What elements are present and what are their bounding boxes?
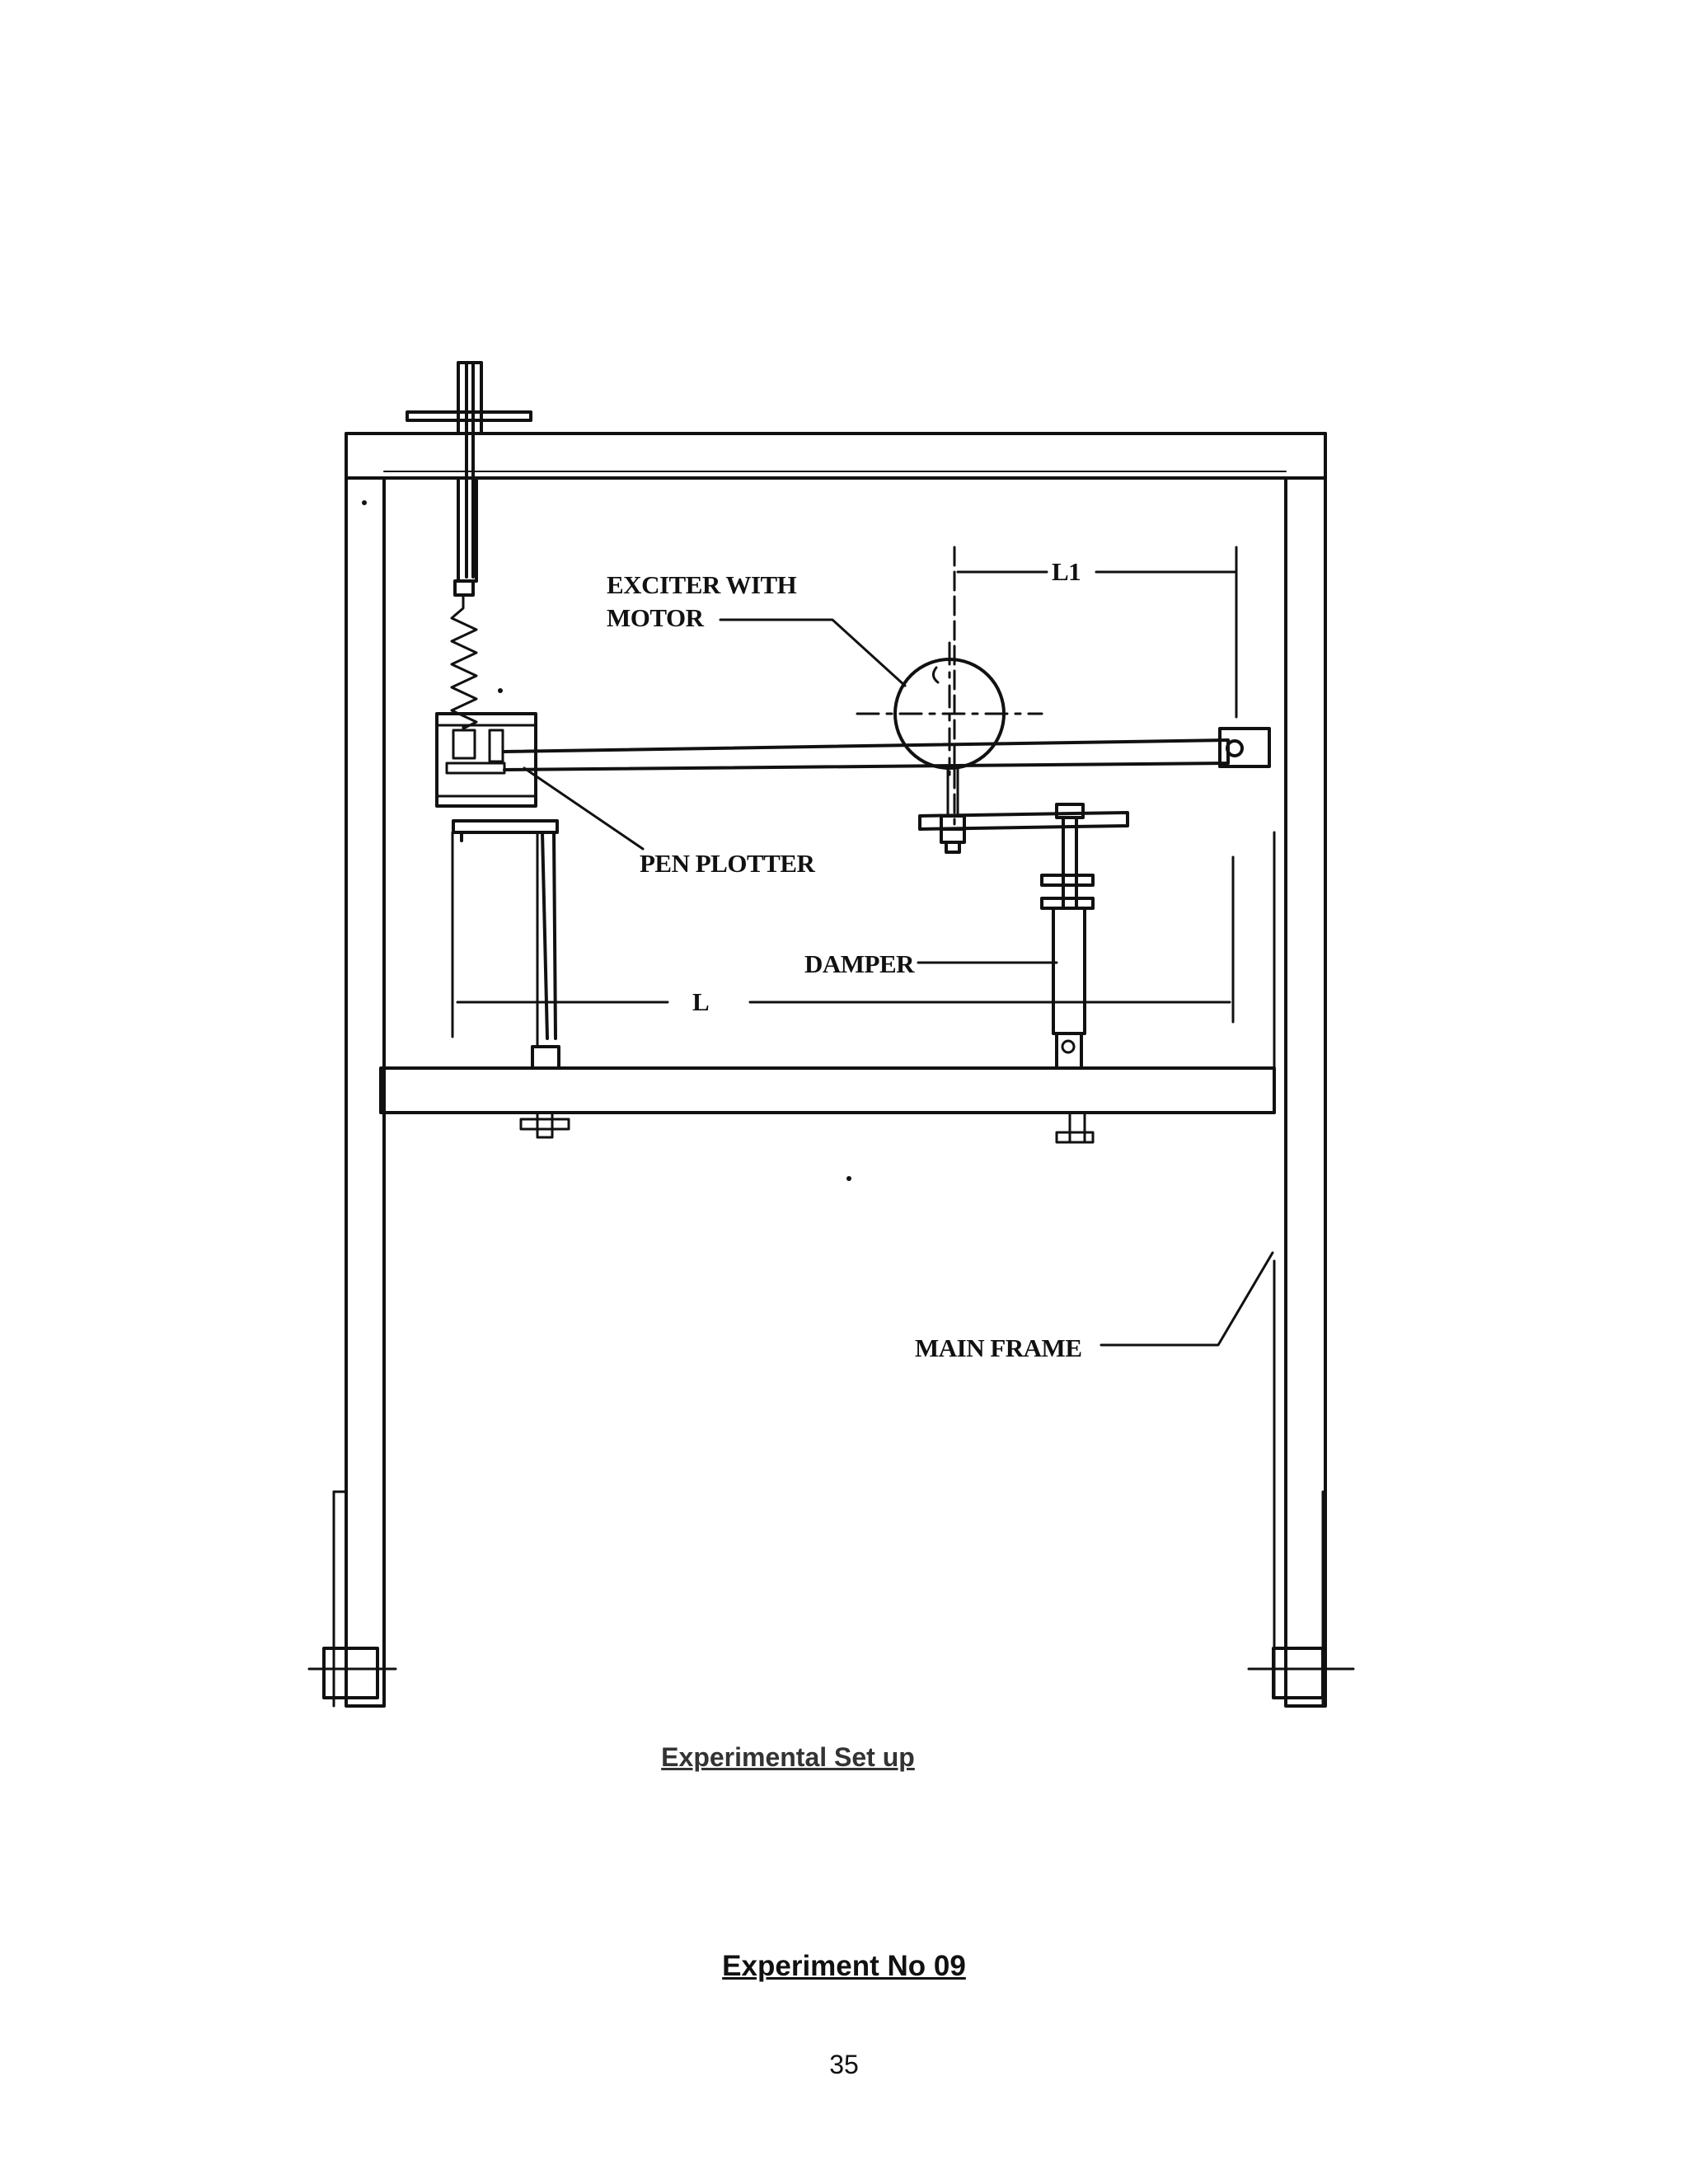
label-damper: DAMPER bbox=[804, 949, 915, 978]
pen-plotter bbox=[435, 712, 560, 1070]
label-exciter-line2: MOTOR bbox=[607, 603, 705, 632]
spring bbox=[450, 593, 478, 730]
exciter-motor bbox=[856, 641, 1129, 854]
label-exciter-line1: EXCITER WITH bbox=[607, 570, 797, 599]
label-pen-plotter: PEN PLOTTER bbox=[640, 849, 816, 878]
label-l1: L1 bbox=[1052, 557, 1081, 586]
leader-lines bbox=[523, 618, 1274, 1347]
top-screw bbox=[406, 361, 532, 597]
dimension-l bbox=[451, 831, 1231, 1038]
lower-bolts bbox=[519, 1111, 1095, 1144]
page-number: 35 bbox=[829, 2050, 859, 2079]
vibrating-beam bbox=[503, 727, 1271, 771]
figure-caption: Experimental Set up bbox=[0, 1742, 1688, 1773]
damper bbox=[1040, 803, 1095, 1070]
label-l: L bbox=[692, 987, 709, 1016]
dimension-l1 bbox=[953, 546, 1238, 1024]
experiment-title: Experiment No 09 bbox=[722, 1950, 966, 1982]
main-frame bbox=[307, 432, 1355, 1708]
label-main-frame: MAIN FRAME bbox=[915, 1333, 1082, 1362]
figure-caption-text: Experimental Set up bbox=[661, 1742, 915, 1772]
